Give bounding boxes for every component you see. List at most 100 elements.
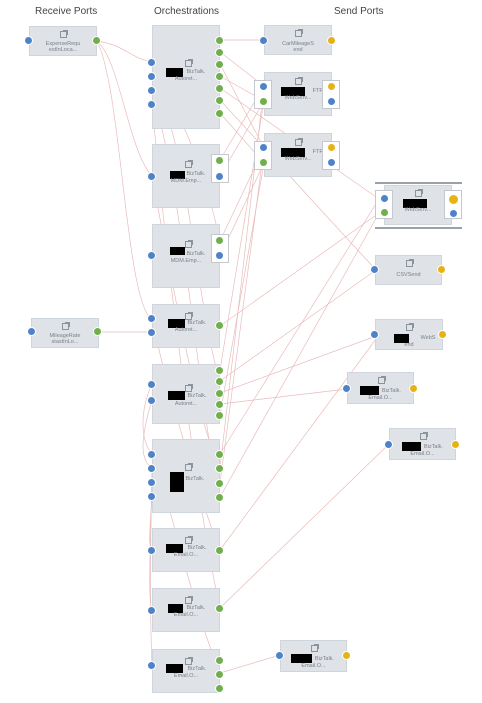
input-port-dot[interactable] (147, 251, 156, 260)
output-port-dot[interactable] (215, 72, 224, 81)
input-port-dot[interactable] (275, 651, 284, 660)
output-port-dot[interactable] (92, 36, 101, 45)
output-port-dot[interactable] (215, 604, 224, 613)
orchestration-node[interactable]: BizTalk. MDM.Emp... (152, 224, 220, 288)
output-port-dot[interactable] (215, 366, 224, 375)
output-port-dot[interactable] (93, 327, 102, 336)
output-port-dot[interactable] (451, 440, 460, 449)
input-port-dot[interactable] (384, 440, 393, 449)
output-port-dot[interactable] (215, 493, 224, 502)
input-port-dot[interactable] (370, 330, 379, 339)
input-port-dot[interactable] (147, 172, 156, 181)
input-port-dot[interactable] (147, 478, 156, 487)
input-port-dot[interactable] (147, 58, 156, 67)
orchestration-label: Email.O... (173, 552, 199, 558)
send-port-icon (295, 77, 303, 85)
input-port-dot[interactable] (147, 100, 156, 109)
output-port-dot[interactable] (327, 36, 336, 45)
output-port-dot[interactable] (215, 84, 224, 93)
orchestration-node[interactable]: BizTalk. Email.O... (152, 528, 220, 572)
send-port-node[interactable]: CSVSend (375, 255, 442, 285)
input-port-dot[interactable] (259, 143, 268, 152)
input-port-dot[interactable] (370, 265, 379, 274)
input-port-dot[interactable] (147, 546, 156, 555)
input-port-dot[interactable] (147, 72, 156, 81)
input-port-dot[interactable] (259, 158, 268, 167)
redacted-text (166, 664, 183, 673)
input-port-dot[interactable] (147, 314, 156, 323)
orchestration-node[interactable]: BizTalk. Autoret... (152, 364, 220, 424)
output-port-dot[interactable] (409, 384, 418, 393)
send-port-node[interactable]: CarMileageS end (264, 25, 332, 55)
output-port-dot[interactable] (215, 172, 224, 181)
input-port-dot[interactable] (147, 492, 156, 501)
receive-port-node[interactable]: ExpenseRequ estInLoca... (29, 26, 97, 56)
output-port-dot[interactable] (215, 684, 224, 693)
input-port-dot[interactable] (259, 82, 268, 91)
output-port-dot[interactable] (215, 321, 224, 330)
input-port-dot[interactable] (342, 384, 351, 393)
orchestration-label: BizTalk. (187, 320, 207, 326)
output-port-dot[interactable] (215, 96, 224, 105)
input-port-dot[interactable] (147, 86, 156, 95)
output-port-dot[interactable] (437, 265, 446, 274)
input-port-dot[interactable] (27, 327, 36, 336)
orchestration-node[interactable]: BizTalk. (152, 439, 220, 513)
send-port-node[interactable]: WebServ... (384, 185, 452, 225)
output-port-dot[interactable] (215, 400, 224, 409)
output-port-dot[interactable] (215, 109, 224, 118)
input-port-dot[interactable] (147, 328, 156, 337)
input-port-dot[interactable] (147, 396, 156, 405)
output-port-dot[interactable] (215, 546, 224, 555)
orchestration-label: BizTalk. (187, 393, 207, 399)
input-port-dot[interactable] (147, 661, 156, 670)
output-port-dot[interactable] (449, 209, 458, 218)
output-port-dot[interactable] (215, 656, 224, 665)
output-port-dot[interactable] (215, 251, 224, 260)
input-port-dot[interactable] (147, 380, 156, 389)
output-port-dot[interactable] (215, 479, 224, 488)
output-port-dot[interactable] (327, 97, 336, 106)
output-port-dot[interactable] (448, 194, 459, 205)
send-port-label: WebServ... (284, 95, 312, 101)
orchestration-node[interactable]: BizTalk. Email.O... (152, 588, 220, 632)
input-port-dot[interactable] (24, 36, 33, 45)
output-port-dot[interactable] (215, 60, 224, 69)
input-port-dot[interactable] (259, 36, 268, 45)
send-port-label: FTR (312, 88, 324, 94)
output-port-dot[interactable] (215, 411, 224, 420)
orchestration-node[interactable]: BizTalk. Autoret... (152, 25, 220, 129)
output-port-dot[interactable] (342, 651, 351, 660)
output-port-dot[interactable] (215, 156, 224, 165)
output-port-dot[interactable] (438, 330, 447, 339)
orchestration-node[interactable]: BizTalk. MDM.Emp... (152, 144, 220, 208)
output-port-dot[interactable] (327, 158, 336, 167)
input-port-dot[interactable] (259, 97, 268, 106)
orchestration-node[interactable]: BizTalk. Email.O... (152, 649, 220, 693)
send-port-label: end (293, 47, 303, 53)
send-port-node[interactable]: WebS end (375, 319, 443, 350)
input-port-dot[interactable] (380, 194, 389, 203)
output-port-dot[interactable] (327, 82, 336, 91)
input-port-dot[interactable] (380, 208, 389, 217)
receive-port-node[interactable]: MileageRate stastInLo... (31, 318, 99, 348)
redacted-text (168, 319, 185, 328)
output-port-dot[interactable] (327, 143, 336, 152)
send-port-node[interactable]: FTR WebServ... (264, 72, 332, 116)
output-port-dot[interactable] (215, 48, 224, 57)
output-port-dot[interactable] (215, 377, 224, 386)
output-port-dot[interactable] (215, 450, 224, 459)
send-port-node[interactable]: BizTalk. Email.O... (389, 428, 456, 460)
input-port-dot[interactable] (147, 464, 156, 473)
output-port-dot[interactable] (215, 236, 224, 245)
output-port-dot[interactable] (215, 36, 224, 45)
output-port-dot[interactable] (215, 389, 224, 398)
output-port-dot[interactable] (215, 670, 224, 679)
send-port-node[interactable]: BizTalk. Email.O... (280, 640, 347, 672)
input-port-dot[interactable] (147, 450, 156, 459)
send-port-node[interactable]: BizTalk. Email.O... (347, 372, 414, 404)
input-port-dot[interactable] (147, 606, 156, 615)
output-port-dot[interactable] (215, 464, 224, 473)
orchestration-node[interactable]: BizTalk. Autoret... (152, 304, 220, 348)
